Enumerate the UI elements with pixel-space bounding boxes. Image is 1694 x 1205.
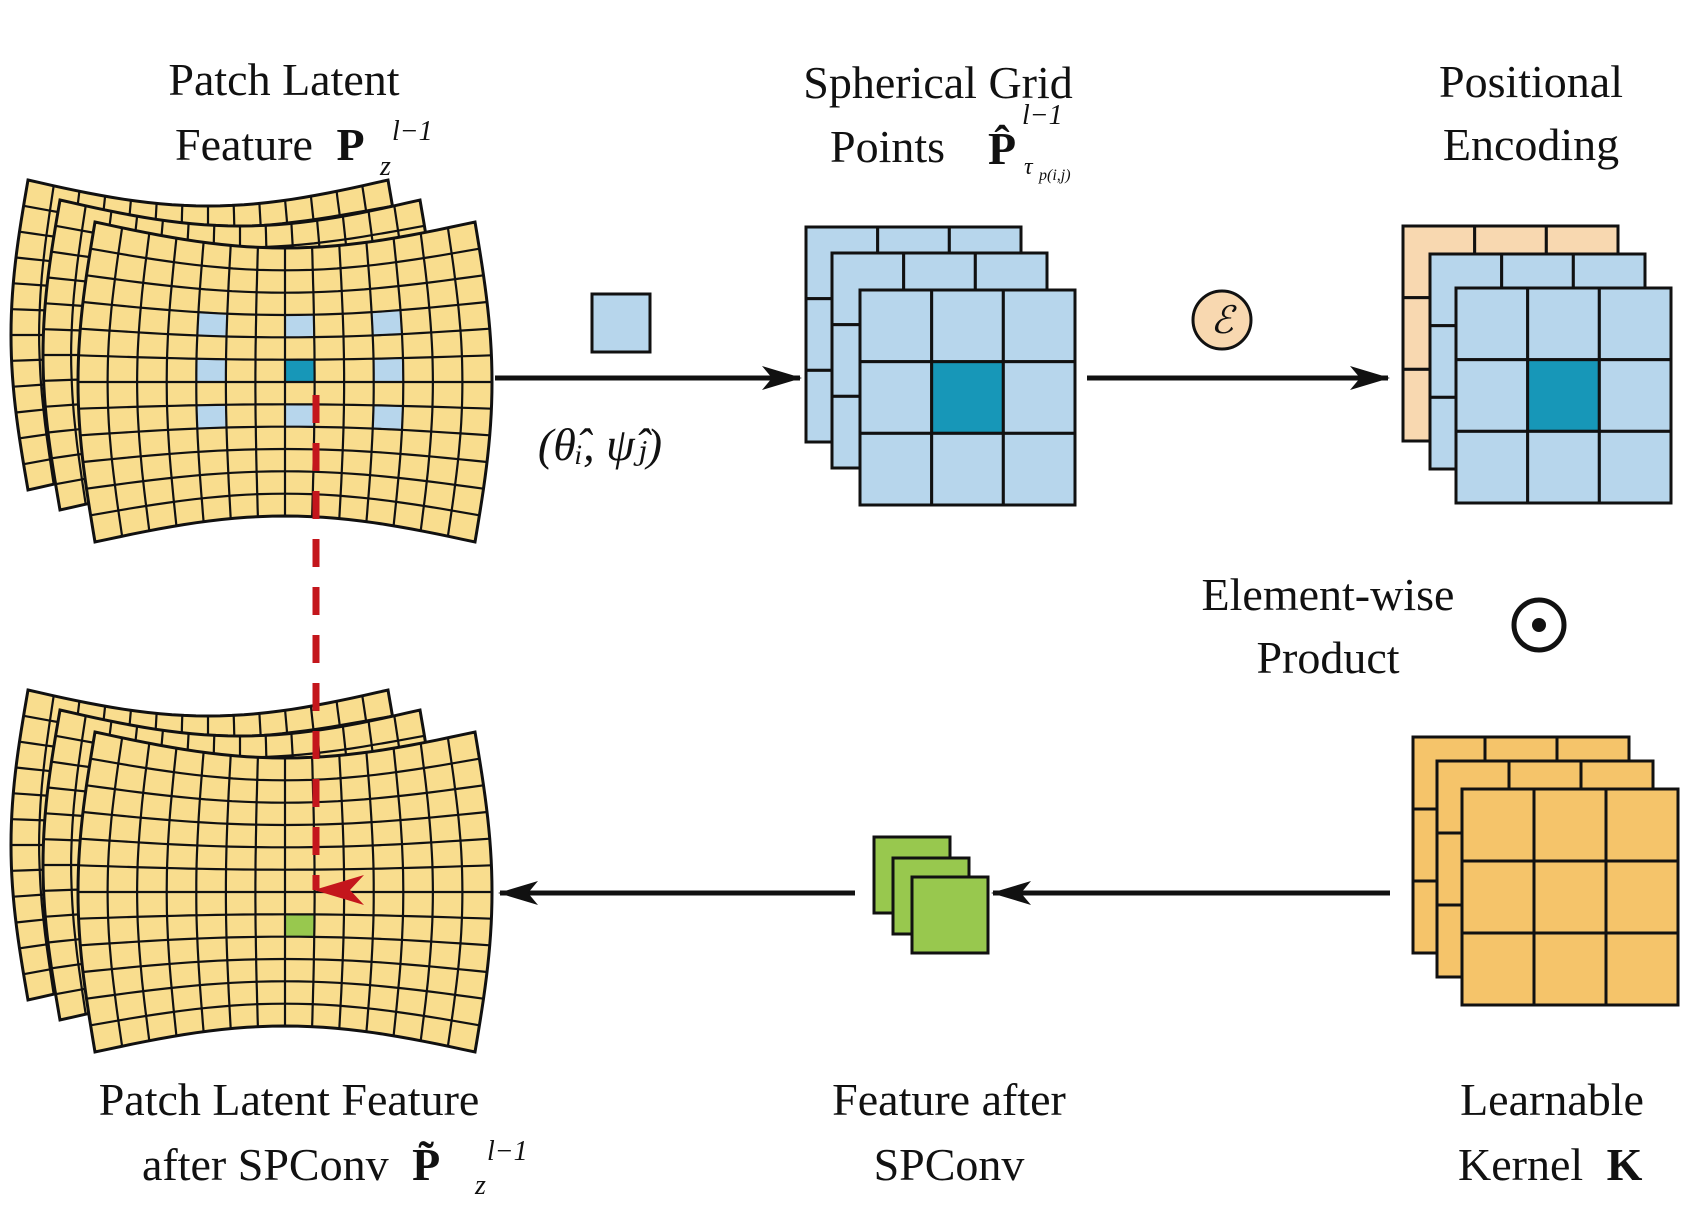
pe-title-line2: Encoding (1443, 119, 1619, 170)
output-sup: l−1 (487, 1136, 528, 1167)
patch-latent-feature-stack (9, 178, 494, 544)
output-sub: z (474, 1170, 486, 1201)
grid-layer-2 (858, 288, 1077, 507)
grid-sup: l−1 (1022, 100, 1063, 131)
output-title-line2: after SPConv P̃ (142, 1139, 440, 1190)
kernel-title-line2: Kernel K (1458, 1139, 1643, 1190)
grid-sub: τ (1024, 154, 1034, 180)
pe-layer-2 (1454, 286, 1673, 505)
script-e-circle-icon: ℰ (1191, 289, 1253, 351)
grid-symbol: P̂ (988, 123, 1016, 174)
patch-layer-front (76, 220, 494, 544)
grid-title: Spherical Grid (803, 57, 1073, 108)
patch-feature-title-line2: Feature P (175, 119, 365, 170)
grid-title-line2: Points (830, 121, 945, 172)
positional-encoding-stack (1401, 224, 1673, 505)
kernel-layer-2 (1460, 787, 1680, 1007)
pe-title: Positional (1439, 56, 1623, 107)
output-title: Patch Latent Feature (99, 1074, 480, 1125)
grid-point-cell (590, 292, 652, 354)
grid-sub-sub: p(i,j) (1038, 167, 1071, 184)
svg-text:ℰ: ℰ (1210, 300, 1237, 342)
feature-after-title-line2: SPConv (874, 1139, 1025, 1190)
circled-dot-icon (1511, 597, 1567, 653)
patch-out-layer-front (76, 730, 494, 1054)
feature-after-title: Feature after (832, 1074, 1066, 1125)
patch-feature-title: Patch Latent (168, 54, 399, 105)
kernel-title: Learnable (1460, 1074, 1644, 1125)
learnable-kernel-stack (1411, 735, 1680, 1007)
product-title: Element-wise (1202, 569, 1455, 620)
patch-feature-sup: l−1 (392, 116, 433, 147)
coords-label: (θ̂ᵢ, ψ̂ⱼ) (538, 419, 662, 470)
feature-after-spconv-cells (872, 835, 990, 955)
spherical-grid-points-stack (804, 225, 1077, 507)
product-title-line2: Product (1256, 632, 1399, 683)
patch-feature-after-spconv-stack (9, 688, 494, 1054)
patch-feature-sub: z (379, 151, 391, 182)
